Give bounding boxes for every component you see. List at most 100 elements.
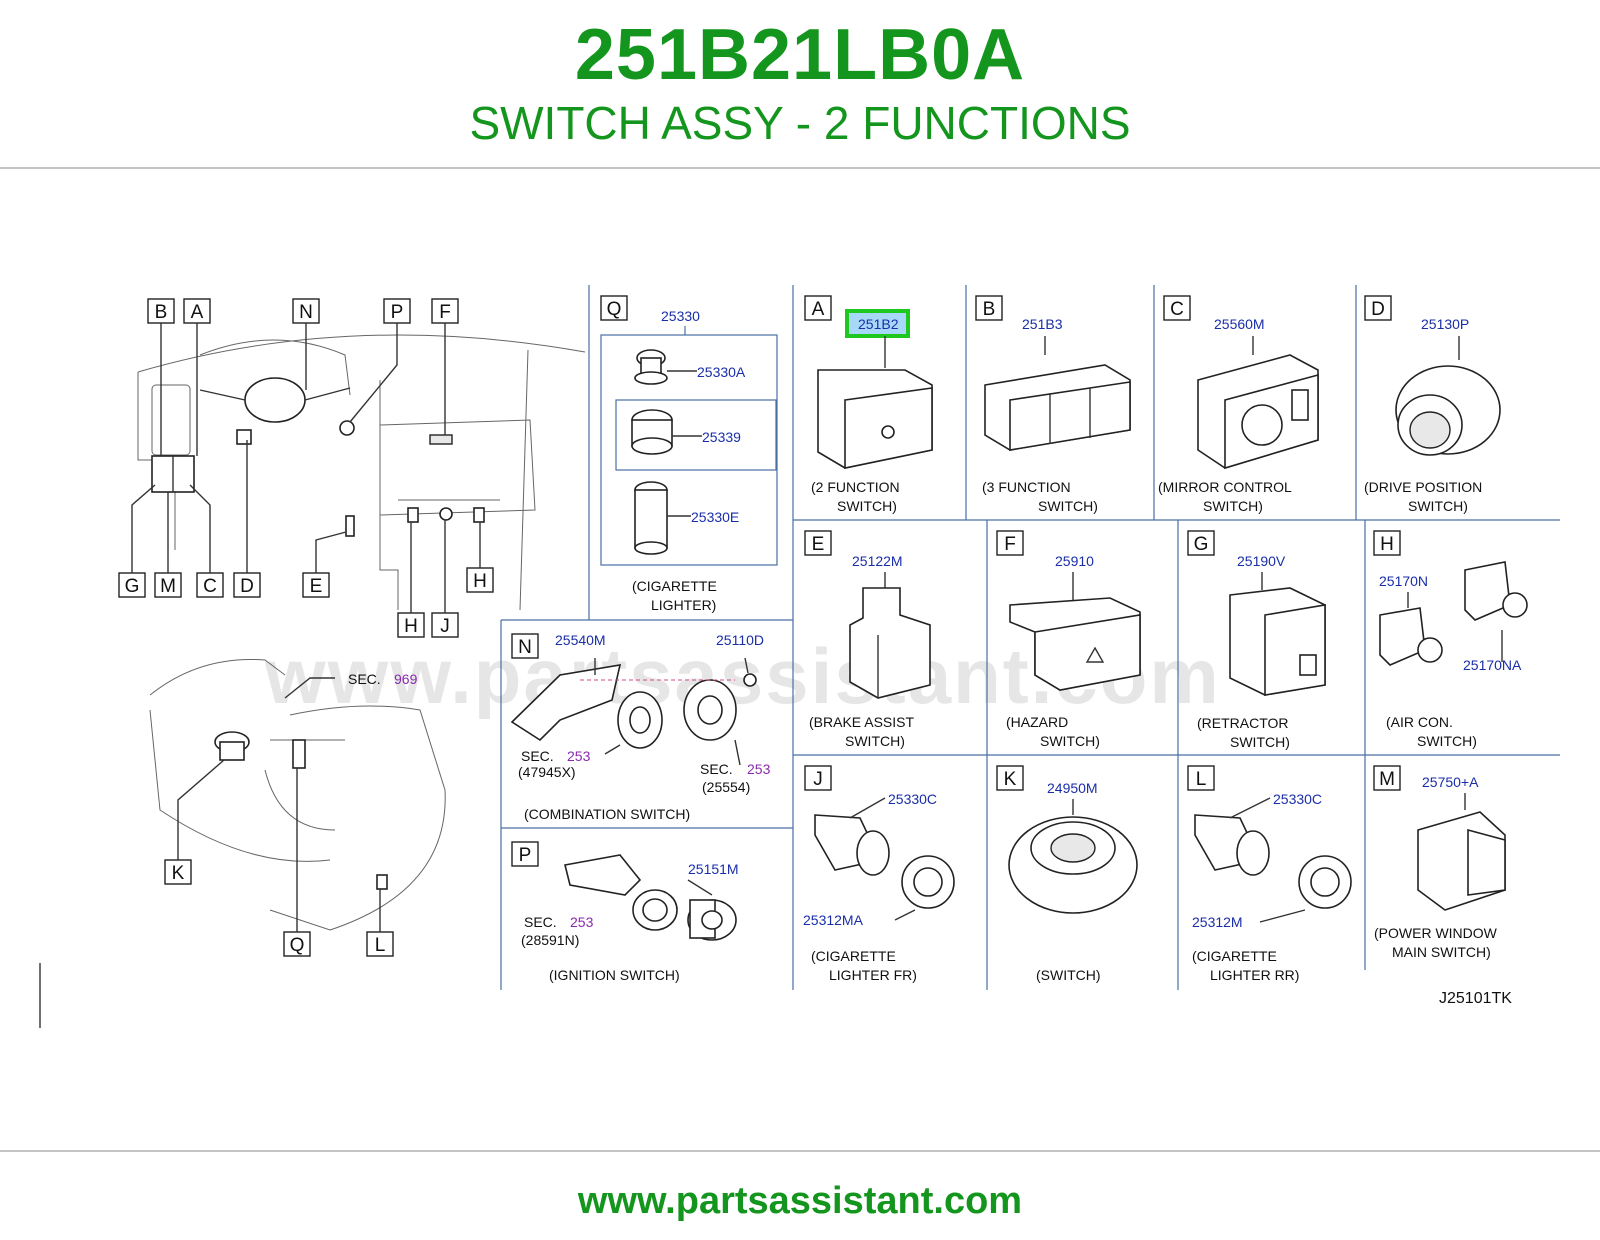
overview-label-p: P [383,298,411,324]
panel-q-caption-1: (CIGARETTE [632,578,717,594]
overview-dashboard: B A N P F G M C D E H H J SEC. 969 K Q L [39,298,586,1028]
panel-n-sec-1-sub: (47945X) [518,764,576,780]
parts-diagram: www.partsassistant.com B A N P F G M [39,285,1560,1028]
panel-e-caption-1: (BRAKE ASSIST [809,714,914,730]
part-name-subtitle: SWITCH ASSY - 2 FUNCTIONS [469,97,1131,149]
panel-k: K 24950M (SWITCH) [996,765,1138,983]
panel-c-caption-2: SWITCH) [1203,498,1263,514]
svg-text:J: J [440,616,450,637]
overview-label-c: C [196,572,224,598]
overview-label-f: F [431,298,459,324]
panel-m-letter: M [1379,769,1395,790]
panel-b-letter: B [983,299,996,320]
svg-text:C: C [203,576,217,597]
panel-q-part-25330e: 25330E [691,509,739,525]
overview-label-q: Q [283,931,311,957]
panel-h-part-25170n: 25170N [1379,573,1428,589]
panel-c: C 25560M (MIRROR CONTROL SWITCH) [1158,295,1319,514]
panel-p-sec-sub: (28591N) [521,932,579,948]
svg-text:L: L [375,935,386,956]
panel-f-caption-1: (HAZARD [1006,714,1068,730]
panel-n-sec-2: SEC. [700,761,733,777]
svg-text:A: A [191,302,204,323]
panel-n-sec-1-num: 253 [567,748,591,764]
panel-c-letter: C [1170,299,1184,320]
svg-text:M: M [160,576,176,597]
panel-l-caption-1: (CIGARETTE [1192,948,1277,964]
panel-q-caption-2: LIGHTER) [651,597,716,613]
panel-g: G 25190V (RETRACTOR SWITCH) [1187,530,1326,750]
panel-a-letter: A [812,299,825,320]
panel-j-letter: J [813,769,823,790]
svg-text:H: H [473,571,487,592]
panel-p-caption: (IGNITION SWITCH) [549,967,680,983]
panel-p-part-25151m: 25151M [688,861,739,877]
overview-label-n: N [292,298,320,324]
panel-h-caption-2: SWITCH) [1417,733,1477,749]
panel-p-letter: P [519,845,532,866]
overview-label-b: B [147,298,175,324]
panel-d: D 25130P (DRIVE POSITION SWITCH) [1364,295,1501,514]
panel-b-caption-2: SWITCH) [1038,498,1098,514]
panel-j-caption-2: LIGHTER FR) [829,967,917,983]
panel-a-part-highlight[interactable] [845,309,910,338]
panel-q-part-25330a: 25330A [697,364,746,380]
panel-n: N 25540M 25110D SEC. 253 (47945X) SEC. 2… [510,632,771,822]
panel-m: M 25750+A (POWER WINDOW MAIN SWITCH) [1373,765,1506,960]
panel-g-caption-1: (RETRACTOR [1197,715,1289,731]
panel-d-caption-2: SWITCH) [1408,498,1468,514]
panel-a-part-251b2: 251B2 [858,316,899,332]
panel-l-caption-2: LIGHTER RR) [1210,967,1299,983]
footer-url-link[interactable]: www.partsassistant.com [577,1180,1023,1222]
svg-text:Q: Q [290,935,305,956]
panel-j-part-25312ma: 25312MA [803,912,864,928]
panel-grid [500,285,1560,990]
panel-l-part-25330c: 25330C [1273,791,1322,807]
overview-label-l: L [366,931,394,957]
panel-c-part-25560m: 25560M [1214,316,1265,332]
panel-e-caption-2: SWITCH) [845,733,905,749]
panel-q-part-25339: 25339 [702,429,741,445]
panel-j-caption-1: (CIGARETTE [811,948,896,964]
panel-j: J 25330C 25312MA (CIGARETTE LIGHTER FR) [803,765,955,983]
panel-n-sec-2-num: 253 [747,761,771,777]
overview-label-j: J [431,612,459,638]
svg-text:K: K [172,863,185,884]
diagram-code: J25101TK [1439,990,1512,1007]
panel-n-part-25540m: 25540M [555,632,606,648]
overview-label-m: M [154,572,182,598]
svg-text:B: B [155,302,168,323]
panel-k-part-24950m: 24950M [1047,780,1098,796]
footer-divider [0,1150,1600,1152]
panel-l: L 25330C 25312M (CIGARETTE LIGHTER RR) [1187,765,1352,983]
svg-text:N: N [299,302,313,323]
panel-b-part-251b3: 251B3 [1022,316,1063,332]
panel-e: E 25122M (BRAKE ASSIST SWITCH) [804,530,931,749]
overview-label-a: A [183,298,211,324]
panel-n-sec-2-sub: (25554) [702,779,750,795]
panel-b-caption-1: (3 FUNCTION [982,479,1071,495]
overview-label-g: G [118,572,146,598]
panel-n-letter: N [518,637,532,658]
overview-label-k: K [164,859,192,885]
panel-n-sec-1: SEC. [521,748,554,764]
panel-e-letter: E [812,534,825,555]
panel-f: F 25910 (HAZARD SWITCH) [996,530,1141,749]
overview-label-h-lower: H [397,612,425,638]
panel-f-caption-2: SWITCH) [1040,733,1100,749]
svg-text:G: G [125,576,140,597]
panel-a-caption-1: (2 FUNCTION [811,479,900,495]
panel-k-letter: K [1004,769,1017,790]
panel-n-part-25110d: 25110D [716,632,764,648]
panel-j-part-25330c: 25330C [888,791,937,807]
panel-g-caption-2: SWITCH) [1230,734,1290,750]
overview-label-d: D [233,572,261,598]
panel-h-caption-1: (AIR CON. [1386,714,1453,730]
panel-e-part-25122m: 25122M [852,553,903,569]
panel-g-part-25190v: 25190V [1237,553,1286,569]
panel-d-letter: D [1371,299,1385,320]
panel-m-part-25750a: 25750+A [1422,774,1479,790]
panel-h-letter: H [1380,534,1394,555]
panel-h-part-25170na: 25170NA [1463,657,1522,673]
overview-sec-label: SEC. [348,671,381,687]
